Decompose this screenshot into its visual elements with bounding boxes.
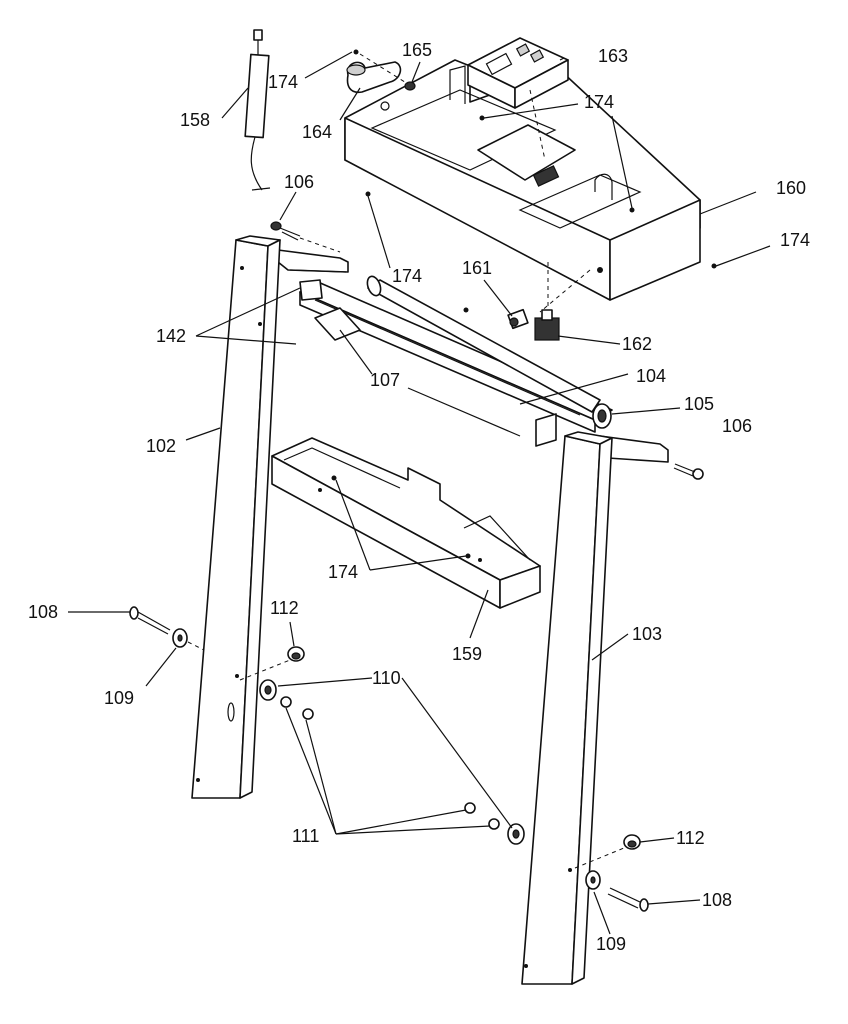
part-109-washer-left — [172, 628, 205, 651]
callout-162: 162 — [622, 334, 652, 354]
callout-142: 142 — [156, 326, 186, 346]
part-108-bolt-left — [129, 606, 171, 635]
part-163-display — [467, 37, 569, 161]
callout-160: 160 — [776, 178, 806, 198]
part-159-tray — [271, 437, 541, 609]
part-165-screw — [359, 53, 416, 91]
callout-161: 161 — [462, 258, 492, 278]
part-102-left-upright — [191, 235, 281, 799]
callout-108: 108 — [702, 890, 732, 910]
callout-174: 174 — [392, 266, 422, 286]
part-158-sensor — [244, 29, 271, 191]
callout-164: 164 — [302, 122, 332, 142]
callout-106: 106 — [722, 416, 752, 436]
callout-159: 159 — [452, 644, 482, 664]
part-106-bolt-left — [270, 221, 341, 253]
callout-106: 106 — [284, 172, 314, 192]
part-110-washer-left — [259, 679, 277, 701]
callout-174: 174 — [780, 230, 810, 250]
callout-174: 174 — [584, 92, 614, 112]
part-161-switch — [507, 308, 529, 330]
callout-174: 174 — [328, 562, 358, 582]
callout-103: 103 — [632, 624, 662, 644]
callout-110: 110 — [372, 668, 401, 688]
callout-112: 112 — [676, 828, 705, 848]
part-142-bracket — [277, 249, 349, 301]
callout-112: 112 — [270, 598, 299, 618]
callouts: 158 174 165 164 163 174 160 106 174 161 … — [28, 40, 810, 954]
callout-105: 105 — [684, 394, 714, 414]
callout-102: 102 — [146, 436, 176, 456]
part-104-crossbar — [299, 275, 613, 447]
callout-109: 109 — [596, 934, 626, 954]
part-111-nuts-left — [280, 696, 314, 720]
callout-107: 107 — [370, 370, 400, 390]
part-164-clip — [346, 61, 402, 94]
part-162-key — [534, 262, 591, 341]
part-106-bolt-right — [599, 435, 704, 480]
part-109-washer-right — [585, 870, 601, 890]
callout-174: 174 — [268, 72, 298, 92]
part-111-nuts-right — [464, 802, 500, 830]
callout-111: 111 — [292, 826, 319, 846]
part-105-bushing — [592, 403, 612, 429]
callout-163: 163 — [598, 46, 628, 66]
part-112-cap-left — [239, 646, 305, 681]
callout-109: 109 — [104, 688, 134, 708]
callout-158: 158 — [180, 110, 210, 130]
part-110-washer-right — [507, 823, 525, 845]
callout-108: 108 — [28, 602, 58, 622]
callout-165: 165 — [402, 40, 432, 60]
callout-104: 104 — [636, 366, 666, 386]
part-160-console-base — [344, 59, 701, 301]
part-174-screws — [331, 49, 717, 559]
leader-lines — [68, 51, 771, 935]
part-108-bolt-right — [607, 887, 649, 912]
part-103-right-upright — [521, 431, 613, 985]
